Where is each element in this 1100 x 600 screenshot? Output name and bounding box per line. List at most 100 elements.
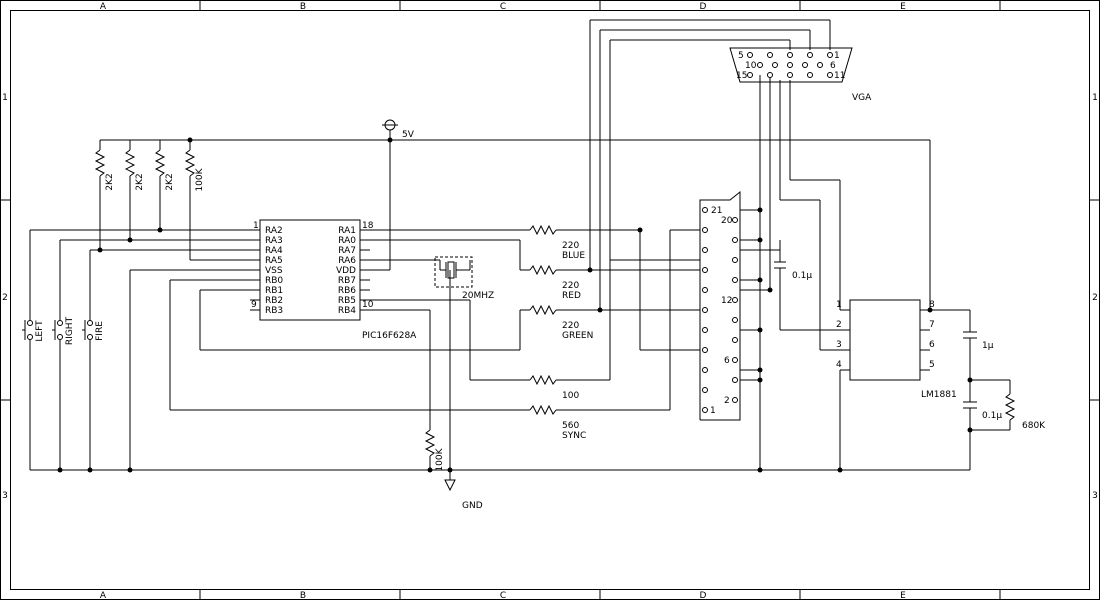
frame-col-e-top: E [900,2,906,12]
button-left-label: LEFT [35,320,45,342]
pullup-resistor-3 [154,149,166,177]
lm1881-chip: 1 2 3 4 8 7 6 5 LM1881 [836,299,957,470]
pic-pin-rb6: RB6 [338,286,356,296]
pic-pin-number-10: 10 [362,300,374,310]
vga-pin-15: 15 [736,71,747,81]
pic-pin-rb5: RB5 [338,296,356,306]
scart-pin-21: 21 [711,206,722,216]
vga-label: VGA [852,93,872,103]
pic-pin-ra5: RA5 [265,256,283,266]
pic-pin-rb1: RB1 [265,286,283,296]
scart-pin-2: 2 [724,396,730,406]
pic-pin-rb0: RB0 [265,276,283,286]
frame-row-2-left: 2 [2,293,8,303]
pullup-resistor-2 [124,149,136,177]
frame-col-d-bottom: D [700,591,707,600]
lm1881-pin-2: 2 [836,320,842,330]
frame-row-3-right: 3 [1092,491,1098,501]
pic-pin-ra4: RA4 [265,246,283,256]
pic-pin-ra2: RA2 [265,226,283,236]
crystal-label: 20MHZ [462,291,494,301]
resistor-100-value: 100 [562,391,579,401]
pic-chip-name: PIC16F628A [362,331,417,341]
vcc-label: 5V [402,130,415,140]
pic-pin-vss: VSS [265,266,283,276]
vga-pin-1: 1 [834,51,840,61]
pullup-4-label: 100K [195,167,205,191]
vga-connector: 5 1 10 6 15 11 VGA [589,19,872,351]
pic-right-wiring [370,229,530,430]
resistor-red-value: 220 [562,281,579,291]
pullup-resistor-4 [184,149,196,177]
button-fire-label: FIRE [95,321,105,341]
vga-pin-6: 6 [830,61,836,71]
gnd-label: GND [462,501,483,511]
pic-pin-ra3: RA3 [265,236,283,246]
pic16f628a-chip: RA2 RA3 RA4 RA5 VSS RB0 RB1 RB2 RB3 RA1 … [250,219,417,341]
pic-pin-vdd: VDD [336,266,356,276]
pullup-3-label: 2K2 [165,173,175,190]
cap-01u-label: 0.1µ [982,411,1002,421]
pic-pin-ra0: RA0 [338,236,356,246]
frame-col-d-top: D [700,2,707,12]
lm1881-pin-8: 8 [929,300,935,310]
resistor-green-name: GREEN [562,331,593,341]
frame-row-1-left: 1 [2,93,8,103]
button-fire: FIRE [82,320,105,341]
scart-connector: 21 20 12 6 2 1 [639,75,780,470]
scart-pin-20: 20 [721,216,733,226]
lm1881-name: LM1881 [921,390,957,400]
scart-coupling-capacitor: 0.1µ [774,240,850,331]
resistor-680k [1004,393,1016,421]
frame-col-a-bottom: A [100,591,107,600]
button-right-label: RIGHT [65,316,75,345]
vcc-rail: 5V [100,119,933,313]
resistor-blue-value: 220 [562,241,579,251]
vga-pin-11: 11 [834,71,845,81]
lm1881-pin-7: 7 [929,320,935,330]
lm1881-pin-3: 3 [836,340,842,350]
pic-pin-number-18: 18 [362,221,374,231]
series-resistors: 220 BLUE 220 RED 220 GREEN 100 560 SYNC [529,224,700,441]
resistor-blue-name: BLUE [562,251,585,261]
frame-row-2-right: 2 [1092,293,1098,303]
button-right: RIGHT [52,316,75,345]
frame-col-b-bottom: B [300,591,306,600]
frame-col-c-top: C [500,2,506,12]
frame-col-a-top: A [100,2,107,12]
lm1881-pin-5: 5 [929,360,935,370]
pic-pin-rb3: RB3 [265,306,283,316]
pic-pin-rb4: RB4 [338,306,356,316]
crystal-20mhz: 20MHZ [370,256,494,470]
cap-1u-label: 1µ [982,341,994,351]
pullup-1-label: 2K2 [105,173,115,190]
scart-pin-1: 1 [710,406,716,416]
pulldown-100k: 100K [424,429,445,472]
scart-cap-label: 0.1µ [792,271,812,281]
pic-pin-ra1: RA1 [338,226,356,236]
frame-row-1-right: 1 [1092,93,1098,103]
lm1881-pin-1: 1 [836,300,842,310]
pullup-2-label: 2K2 [135,173,145,190]
pic-pin-number-9: 9 [251,300,257,310]
ground-icon [444,479,456,492]
pulldown-label: 100K [435,447,445,471]
pic-pin-ra6: RA6 [338,256,356,266]
pic-pin-rb2: RB2 [265,296,283,306]
pullup-resistors: 2K2 2K2 2K2 100K [94,140,205,260]
resistor-green-value: 220 [562,321,579,331]
pic-left-wiring [169,279,530,411]
button-wiring [29,227,250,470]
vga-pin-5: 5 [738,51,744,61]
pic-pin-ra7: RA7 [338,246,356,256]
scart-pin-12: 12 [721,296,732,306]
lm1881-pin-4: 4 [836,360,842,370]
res680k-label: 680K [1022,421,1046,431]
resistor-sync-value: 560 [562,421,579,431]
pullup-resistor-1 [94,149,106,177]
resistor-red-name: RED [562,291,581,301]
button-left: LEFT [22,320,45,342]
frame-row-3-left: 3 [2,491,8,501]
